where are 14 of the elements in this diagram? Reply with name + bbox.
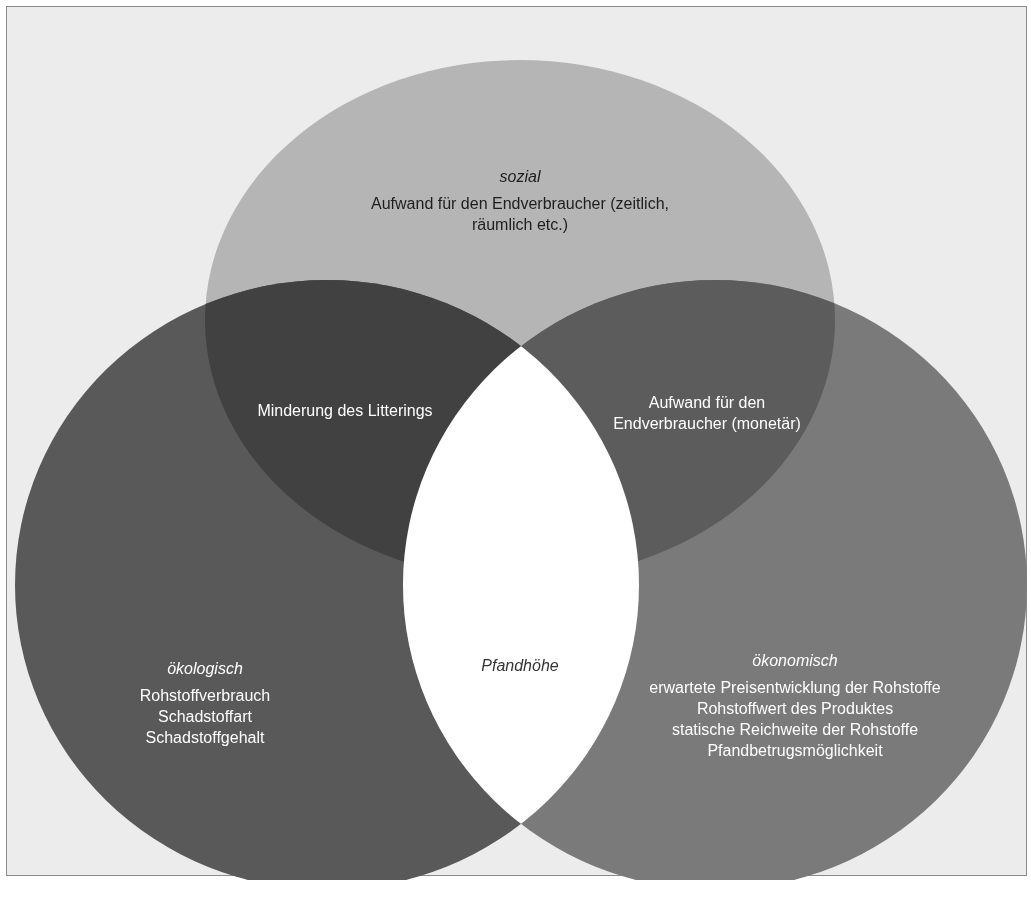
region-text: Aufwand für den Endverbraucher (monetär) [612, 393, 802, 434]
region-text: Minderung des Litterings [256, 401, 434, 421]
region-text: Schadstoffart [157, 707, 253, 727]
region-text: statische Reichweite der Rohstoffe [670, 720, 920, 740]
category-heading: sozial [498, 167, 542, 187]
region-text: Schadstoffgehalt [144, 728, 266, 748]
region-text: Pfandhöhe [480, 656, 560, 676]
region-text: Rohstoffverbrauch [138, 686, 272, 706]
region-text: erwartete Preisentwicklung der Rohstoffe [648, 678, 942, 698]
category-heading: ökonomisch [751, 651, 839, 671]
category-heading: ökologisch [166, 659, 244, 679]
region-text: Pfandbetrugsmöglichkeit [706, 741, 884, 761]
region-text: Rohstoffwert des Produktes [695, 699, 895, 719]
region-text: Aufwand für den Endverbraucher (zeitlich, räumlich etc.) [370, 194, 670, 235]
